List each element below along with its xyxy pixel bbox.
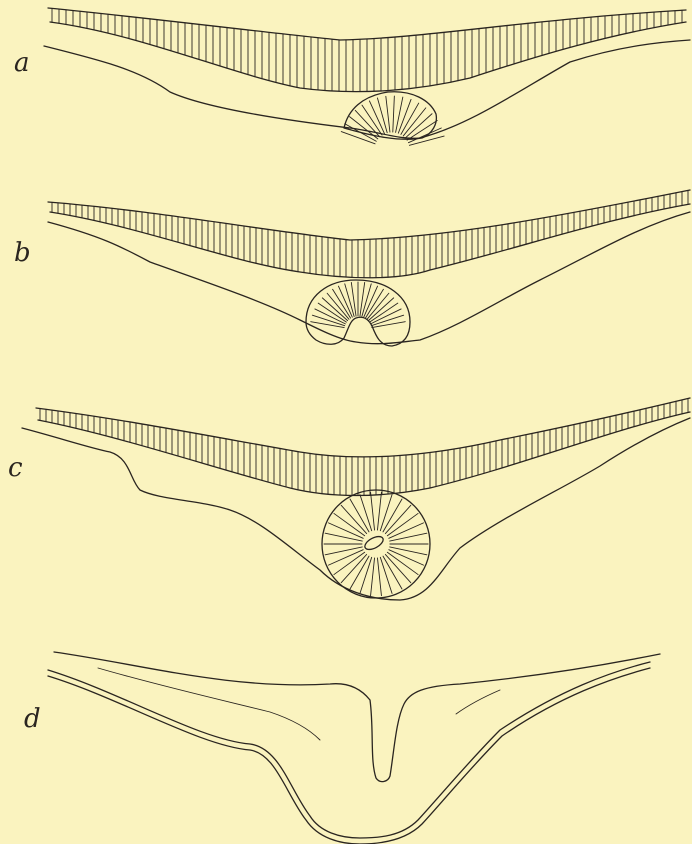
cell-ray: [380, 495, 392, 531]
panel-a-ectoderm-top: [48, 8, 686, 40]
panel-d-lower-outline-outer: [48, 662, 650, 838]
cell-ray: [380, 557, 392, 593]
cell-ray: [360, 495, 372, 531]
cell-ray: [377, 558, 381, 596]
cell-ray: [409, 136, 444, 145]
cell-ray: [390, 547, 427, 555]
panel-d-right-fold: [456, 690, 500, 714]
cell-ray: [377, 492, 381, 530]
panel-d-drawing: [48, 652, 660, 844]
cell-ray: [371, 558, 375, 596]
panel-b-drawing: [48, 190, 690, 346]
cell-ray: [368, 298, 393, 321]
cell-ray: [386, 96, 390, 132]
cell-ray: [322, 298, 347, 321]
panel-c-neural-canal: [363, 534, 385, 552]
panel-a-ectoderm-hatching: [52, 8, 682, 91]
cell-ray: [360, 282, 365, 316]
panel-c-drawing: [22, 398, 690, 600]
panel-c-ectoderm-hatching: [40, 398, 688, 495]
cell-ray: [371, 315, 403, 326]
cell-ray: [327, 293, 349, 319]
cell-ray: [341, 554, 366, 582]
cell-ray: [312, 315, 344, 326]
cell-ray: [325, 547, 362, 555]
cell-ray: [371, 492, 375, 530]
cell-ray: [385, 505, 410, 533]
cell-ray: [360, 557, 372, 593]
panel-c-neural-tube-cells: [324, 492, 428, 595]
panel-label-c: c: [8, 455, 23, 481]
panel-d-left-fold: [98, 668, 320, 740]
panel-d-upper-line: [54, 652, 660, 782]
cell-ray: [396, 97, 403, 132]
cell-ray: [311, 322, 344, 328]
cell-ray: [367, 293, 389, 319]
cell-ray: [325, 533, 362, 541]
cell-ray: [341, 505, 366, 533]
cell-ray: [377, 98, 387, 133]
panel-label-a: a: [14, 50, 30, 76]
panel-label-b: b: [14, 240, 31, 266]
panel-d-lower-outline-inner: [48, 668, 650, 844]
cell-ray: [385, 554, 410, 582]
panel-label-d: d: [24, 706, 41, 732]
panel-a-drawing: [44, 8, 690, 145]
cell-ray: [351, 282, 356, 316]
cell-ray: [372, 322, 405, 328]
cell-ray: [390, 533, 427, 541]
cell-ray: [393, 96, 395, 132]
